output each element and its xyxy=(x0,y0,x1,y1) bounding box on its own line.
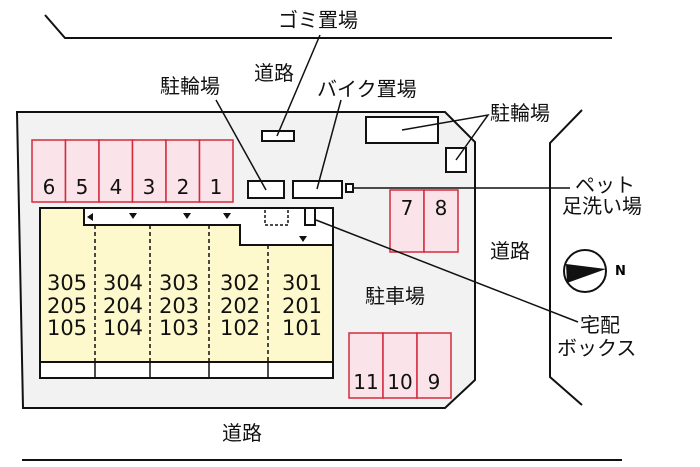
parking-number: 8 xyxy=(435,196,448,220)
parking-number: 2 xyxy=(177,175,190,199)
parking-space xyxy=(348,332,384,399)
parking-space xyxy=(423,189,459,253)
leader-lines xyxy=(215,34,579,323)
balcony-strip xyxy=(39,361,334,379)
label-bicycle-right: 駐輪場 xyxy=(490,101,550,125)
unit-number: 201 xyxy=(282,294,322,318)
triangle-down-icon xyxy=(299,236,307,242)
label-motorbike: バイク置場 xyxy=(317,77,417,101)
dashed-area xyxy=(264,207,289,226)
unit-number: 205 xyxy=(47,294,87,318)
parking-number: 9 xyxy=(428,370,441,394)
parking-number: 5 xyxy=(76,175,89,199)
parking-space xyxy=(416,332,452,399)
parking-space xyxy=(165,139,201,203)
parking-number: 11 xyxy=(353,370,378,394)
label-road-right: 道路 xyxy=(490,239,530,263)
unit-number: 303 xyxy=(159,271,199,295)
unit-number: 103 xyxy=(159,316,199,340)
label-pet: ペット xyxy=(575,173,635,197)
parking-number: 1 xyxy=(210,175,223,199)
unit-number: 101 xyxy=(282,316,322,340)
label-box: ボックス xyxy=(557,336,636,360)
motorbike-parking xyxy=(292,180,343,199)
compass-needle-icon xyxy=(566,264,606,283)
label-road-bottom: 道路 xyxy=(222,421,262,445)
label-road-top: 道路 xyxy=(254,61,294,85)
apartment-building: 305 205 105 304 204 104 303 203 103 302 … xyxy=(39,207,334,379)
parking-row-bottom: 11 10 9 xyxy=(348,332,452,399)
unit-number: 102 xyxy=(220,316,260,340)
triangle-down-icon xyxy=(183,213,191,219)
parking-space xyxy=(389,189,425,253)
triangle-down-icon xyxy=(129,213,137,219)
parking-space xyxy=(31,139,67,203)
unit-number: 105 xyxy=(47,316,87,340)
unit-number: 301 xyxy=(282,271,322,295)
unit-number: 204 xyxy=(103,294,143,318)
pet-footwash xyxy=(345,183,354,193)
entrance-markers xyxy=(87,213,307,242)
label-bicycle-left: 駐輪場 xyxy=(160,74,220,98)
parking-number: 3 xyxy=(143,175,156,199)
parking-row-right: 7 8 xyxy=(389,189,459,253)
parking-space xyxy=(98,139,134,203)
parking-space xyxy=(198,139,234,203)
parking-number: 6 xyxy=(43,175,56,199)
parking-number: 4 xyxy=(110,175,123,199)
parking-number: 7 xyxy=(401,196,414,220)
parking-row-top: 6 5 4 3 2 1 xyxy=(31,139,234,203)
road-right-edge xyxy=(549,109,583,406)
unit-number: 202 xyxy=(220,294,260,318)
label-footwash: 足洗い場 xyxy=(562,194,642,218)
label-parking-lot: 駐車場 xyxy=(365,284,425,308)
label-garbage: ゴミ置場 xyxy=(278,8,358,32)
unit-number: 203 xyxy=(159,294,199,318)
parking-space xyxy=(382,332,418,399)
triangle-left-icon xyxy=(87,213,93,221)
delivery-box-marker xyxy=(304,207,316,226)
parking-space xyxy=(131,139,167,203)
unit-number: 304 xyxy=(103,271,143,295)
unit-number: 104 xyxy=(103,316,143,340)
triangle-down-icon xyxy=(223,213,231,219)
unit-number: 305 xyxy=(47,271,87,295)
north-compass: N xyxy=(563,249,626,293)
parking-number: 10 xyxy=(387,370,412,394)
unit-number: 302 xyxy=(220,271,260,295)
unit-dividers xyxy=(94,225,269,362)
corridor xyxy=(83,207,334,246)
north-label: N xyxy=(615,264,626,279)
label-delivery: 宅配 xyxy=(580,313,620,337)
garbage-area xyxy=(261,130,295,142)
road-top-edge xyxy=(44,14,612,39)
